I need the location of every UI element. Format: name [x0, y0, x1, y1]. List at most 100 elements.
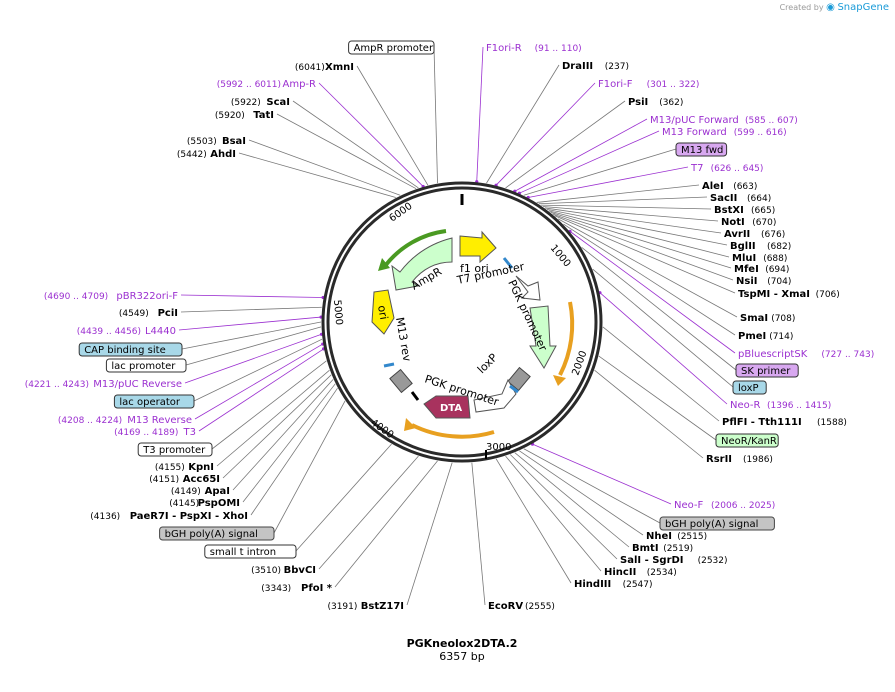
- enzyme-name: PciI: [158, 308, 178, 319]
- pgk-promoter-arrow-bottom: [473, 378, 517, 413]
- enzyme-position: (1986): [743, 455, 773, 465]
- leader-line: [181, 321, 322, 350]
- enzyme-position: (676): [761, 230, 785, 240]
- primer-position: (91 .. 110): [535, 44, 582, 54]
- enzyme-position: (237): [605, 62, 629, 72]
- leader-line: [318, 455, 419, 570]
- enzyme-position: (2519): [663, 544, 693, 554]
- enzyme-position: (4151): [149, 475, 179, 485]
- enzyme-name: SalI - SgrDI: [620, 555, 684, 566]
- primer-position: (727 .. 743): [821, 350, 874, 360]
- feature-label-text: AmpR promoter: [354, 43, 434, 54]
- enzyme-name: RsrII: [706, 454, 732, 465]
- enzyme-position: (4549): [119, 309, 149, 319]
- enzyme-position: (670): [752, 218, 776, 228]
- loxp-marker-2: [509, 384, 519, 394]
- leader-line: [334, 460, 438, 588]
- pgk-small-arrow: [515, 275, 541, 301]
- leader-line: [211, 360, 327, 450]
- enzyme-position: (665): [751, 206, 775, 216]
- leader-line: [592, 268, 734, 388]
- primer-position: (5992 .. 6011): [217, 80, 281, 90]
- enzyme-name: SacII: [710, 193, 737, 204]
- leader-line: [222, 374, 332, 479]
- primer-position: (4208 .. 4224): [58, 416, 122, 426]
- enzyme-position: (362): [659, 98, 683, 108]
- primer-name: Neo-F: [674, 500, 704, 511]
- enzyme-name: BmtI: [632, 543, 659, 554]
- enzyme-name: MluI: [732, 253, 756, 264]
- ori-arrow: [371, 289, 395, 335]
- primer-name: Neo-R: [730, 400, 761, 411]
- enzyme-name: AvrII: [724, 229, 750, 240]
- enzyme-name: ApaI: [205, 486, 230, 497]
- leader-line: [495, 458, 572, 584]
- brand-name: SnapGene: [837, 2, 889, 13]
- leader-line: [519, 130, 660, 194]
- plasmid-length: 6357 bp: [439, 650, 484, 663]
- primer-name: T7: [690, 163, 703, 174]
- enzyme-name: EcoRV: [488, 601, 523, 612]
- leader-line: [514, 118, 648, 192]
- leader-line: [476, 46, 484, 182]
- enzyme-name: PaeR7I - PspXI - XhoI: [130, 511, 248, 522]
- leader-line: [248, 139, 401, 196]
- enzyme-name: NheI: [646, 531, 672, 542]
- leader-line: [471, 462, 486, 606]
- enzyme-position: (2555): [525, 602, 555, 612]
- enzyme-position: (664): [747, 194, 771, 204]
- gold-arc-bottom-head: [404, 418, 416, 431]
- feature-label-box: [732, 380, 767, 395]
- enzyme-position: (6041): [295, 63, 325, 73]
- dta-arrow-label: DTA: [440, 403, 462, 414]
- leader-line: [433, 46, 438, 184]
- feature-label-box: [204, 544, 297, 559]
- primer-name: M13/pUC Reverse: [93, 379, 182, 390]
- leader-line: [180, 306, 322, 313]
- enzyme-position: (706): [816, 290, 840, 300]
- enzyme-name: XmnI: [325, 62, 354, 73]
- feature-label-text: CAP binding site: [84, 345, 166, 356]
- leader-line: [532, 443, 672, 505]
- feature-label-text: small t intron: [210, 547, 276, 558]
- enzyme-position: (704): [767, 277, 791, 287]
- backbone-inner-ring: [326, 186, 598, 458]
- tick-label-3000: 3000: [486, 442, 511, 453]
- enzyme-position: (5922): [231, 98, 261, 108]
- primer-position: (1396 .. 1415): [767, 401, 831, 411]
- enzyme-position: (714): [769, 332, 793, 342]
- enzyme-position: (688): [763, 254, 787, 264]
- leader-line: [602, 326, 720, 422]
- enzyme-name: BstZ17I: [361, 601, 404, 612]
- enzyme-name: BsaI: [222, 136, 246, 147]
- leader-line: [598, 355, 717, 441]
- primer-name: Amp-R: [283, 79, 317, 90]
- primer-position: (4690 .. 4709): [44, 292, 108, 302]
- feature-label-text: bGH poly(A) signal: [665, 519, 758, 530]
- enzyme-name: PfoI *: [301, 583, 333, 594]
- primer-name: T3: [183, 427, 196, 438]
- leader-line: [505, 100, 626, 189]
- leader-line: [563, 223, 736, 336]
- enzyme-position: (4155): [155, 463, 185, 473]
- leader-line: [495, 82, 596, 186]
- brand-prefix: Created by: [779, 3, 824, 12]
- tick-label-6000: 6000: [387, 201, 414, 225]
- primer-name: F1ori-F: [598, 79, 633, 90]
- enzyme-position: (2534): [647, 568, 677, 578]
- leader-line: [232, 379, 334, 491]
- feature-label-box: [348, 40, 435, 55]
- feature-label-text: lac promoter: [111, 361, 176, 372]
- leader-line: [178, 316, 322, 331]
- leader-line: [486, 64, 560, 184]
- loxp-label: loxP: [475, 351, 500, 376]
- enzyme-position: (663): [733, 182, 757, 192]
- enzyme-name: PsiI: [628, 97, 648, 108]
- primer-name: pBR322ori-F: [116, 291, 178, 302]
- primer-position: (2006 .. 2025): [711, 501, 775, 511]
- tick-label-4000: 4000: [368, 417, 395, 441]
- leader-line: [523, 148, 677, 196]
- feature-label-box: [735, 363, 799, 378]
- leader-line: [318, 82, 424, 187]
